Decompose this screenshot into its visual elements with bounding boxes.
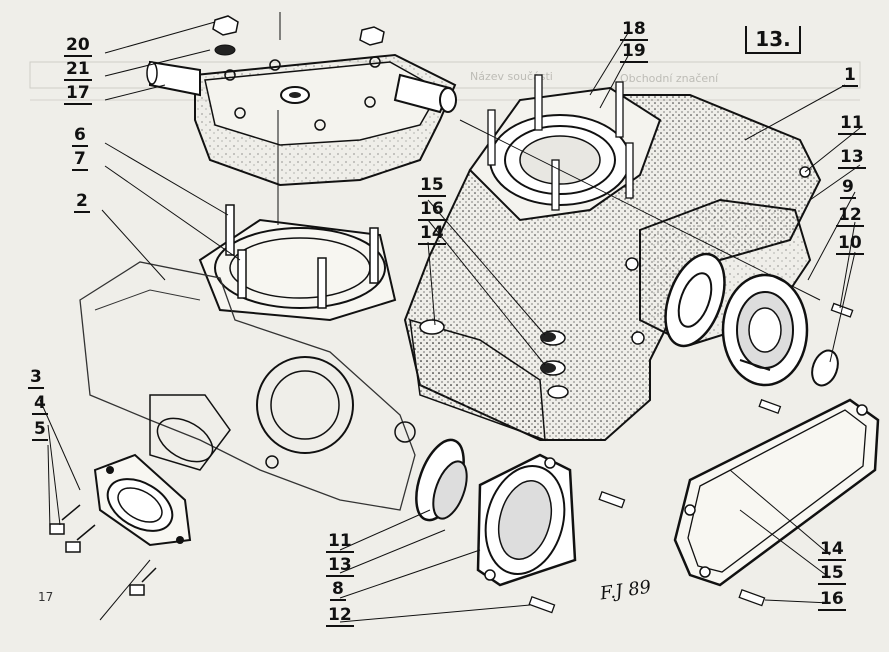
page-number: 13. [742,26,804,54]
callout-17: 14 [418,223,446,245]
callout-24: 21 [64,59,92,81]
callout-2: 2 [74,191,90,213]
callout-6: 6 [72,125,88,147]
callout-12-top: 12 [836,205,864,227]
callout-21: 18 [620,19,648,41]
left-page-number: 17 [38,590,54,604]
callout-3: 3 [28,367,44,389]
callout-10: 10 [836,233,864,255]
callout-12-bottom: 12 [326,605,354,627]
side-cover-plate [673,398,880,607]
callout-9: 9 [840,177,856,199]
callout-14: 151514 [818,539,846,561]
right-bearing-assembly [664,252,854,415]
callout-1: 1 [842,65,858,87]
leader-lines [39,21,861,623]
callout-16: 16 [818,589,846,611]
callout-13-bottom: 13 [326,555,354,577]
cylinder-head [146,15,457,187]
callout-7: 7 [72,149,88,171]
cylinder-studs-gasket [198,12,397,322]
callout-11-top: 11 [838,113,866,135]
left-bearing-assembly [415,438,626,614]
callout-8: 8 [330,579,346,601]
callout-5: 5 [32,419,48,441]
callout-23: 20 [64,35,92,57]
bg-header-obchodni: Obchodní značení [620,72,719,85]
callout-22: 19 [620,41,648,63]
bg-header-nazev: Název součásti [470,70,553,83]
callout-4: 4 [32,393,48,415]
crankcase-outline-left [79,261,416,511]
callout-13-top: 13 [838,147,866,169]
callout-15: 1515 [818,563,846,585]
callout-20: 17 [64,83,92,105]
callout-18: 15 [418,175,446,197]
intake-flange [49,453,192,596]
callout-11-bottom: 11 [326,531,354,553]
callout-19: 16 [418,199,446,221]
